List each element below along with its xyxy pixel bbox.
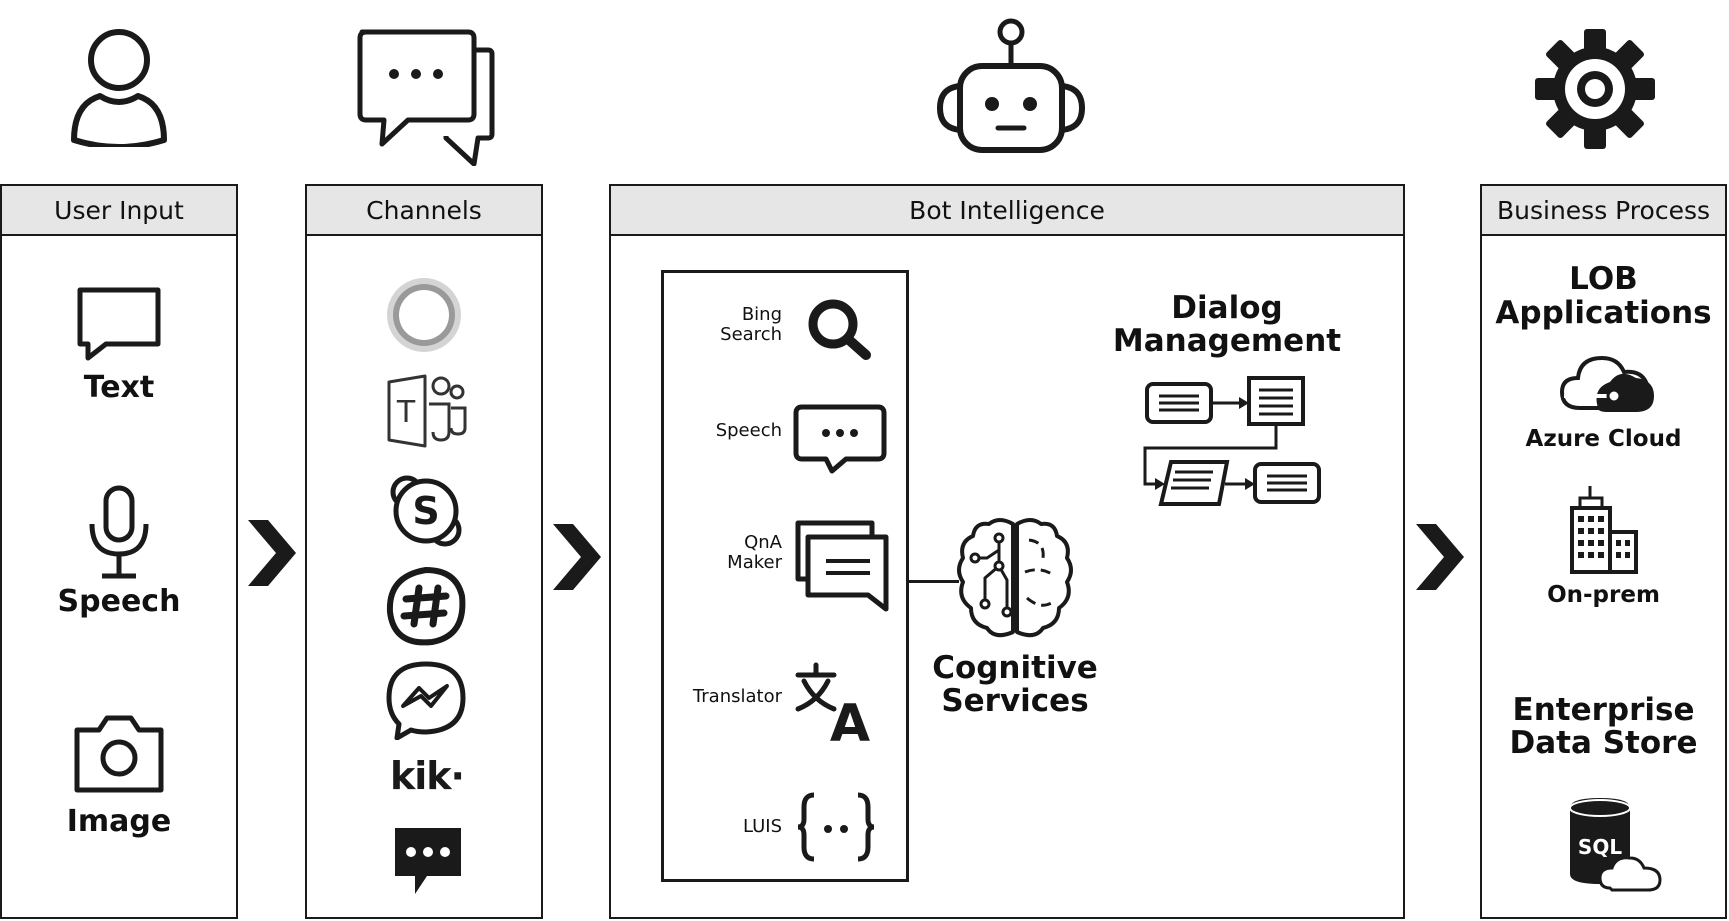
service-label-translator: Translator <box>692 686 782 707</box>
flow-arrow-icon <box>246 518 298 588</box>
robot-icon <box>934 16 1088 154</box>
text-label: Text <box>83 370 155 405</box>
speech-label: Speech <box>57 584 181 619</box>
sql-text: SQL <box>1578 835 1622 859</box>
slack-icon <box>386 566 466 646</box>
channels-header: Channels <box>307 186 541 236</box>
text-bubble-icon <box>77 287 161 361</box>
chat-bubbles-icon <box>356 28 496 166</box>
image-label: Image <box>66 804 172 839</box>
svg-text:T: T <box>396 395 416 430</box>
business-process-column: Business Process LOB Applications Azure … <box>1480 184 1727 919</box>
microphone-icon <box>89 485 149 579</box>
image-item: Image <box>2 714 236 839</box>
user-input-column: User Input Text Speech Image <box>0 184 238 919</box>
luis-braces-icon <box>794 789 878 865</box>
skype-icon: S <box>387 472 465 550</box>
bing-search-icon <box>806 297 874 361</box>
dialog-flow-icon <box>1143 374 1323 514</box>
service-label-qna-maker: QnA Maker <box>727 532 782 573</box>
cognitive-services-label: Cognitive Services <box>932 650 1098 719</box>
azure-cloud-icon <box>1558 348 1658 418</box>
cortana-icon <box>383 274 465 356</box>
messenger-icon <box>385 660 467 740</box>
flow-arrow-icon <box>1414 522 1466 592</box>
business-process-header: Business Process <box>1482 186 1725 236</box>
speech-bubble-icon <box>792 403 888 475</box>
building-icon <box>1568 484 1640 576</box>
services-panel: Bing Search Speech QnA Maker <box>661 270 909 882</box>
user-icon <box>68 22 170 147</box>
svg-text:S: S <box>412 489 439 533</box>
service-label-bing-search: Bing Search <box>720 304 782 345</box>
enterprise-data-store-label: Enterprise Data Store <box>1509 692 1698 761</box>
bot-intelligence-header: Bot Intelligence <box>611 186 1403 236</box>
qna-maker-icon <box>794 519 890 613</box>
service-label-luis: LUIS <box>742 816 782 837</box>
flow-arrow-icon <box>551 522 603 592</box>
translator-icon: A <box>794 661 878 745</box>
bot-intelligence-column: Bot Intelligence Bing Search Speech QnA … <box>609 184 1405 919</box>
kik-logo-text: kik· <box>389 754 465 798</box>
text-item: Text <box>2 286 236 405</box>
user-input-header: User Input <box>2 186 236 236</box>
brain-icon <box>955 514 1075 644</box>
sms-icon <box>393 826 463 898</box>
kik-icon: kik· <box>377 754 477 798</box>
sql-database-icon: SQL <box>1566 796 1666 896</box>
on-prem-label: On-prem <box>1547 582 1660 608</box>
gear-icon <box>1532 26 1658 152</box>
channels-column: Channels T S <box>305 184 543 919</box>
svg-text:A: A <box>830 694 870 745</box>
lob-applications-label: LOB Applications <box>1495 261 1712 331</box>
dialog-management-label: Dialog Management <box>1112 290 1342 359</box>
teams-icon: T <box>385 374 467 448</box>
service-label-speech: Speech <box>715 420 782 441</box>
speech-item: Speech <box>2 484 236 619</box>
connector-line <box>909 580 959 583</box>
camera-icon <box>74 715 164 793</box>
azure-cloud-label: Azure Cloud <box>1525 426 1682 452</box>
